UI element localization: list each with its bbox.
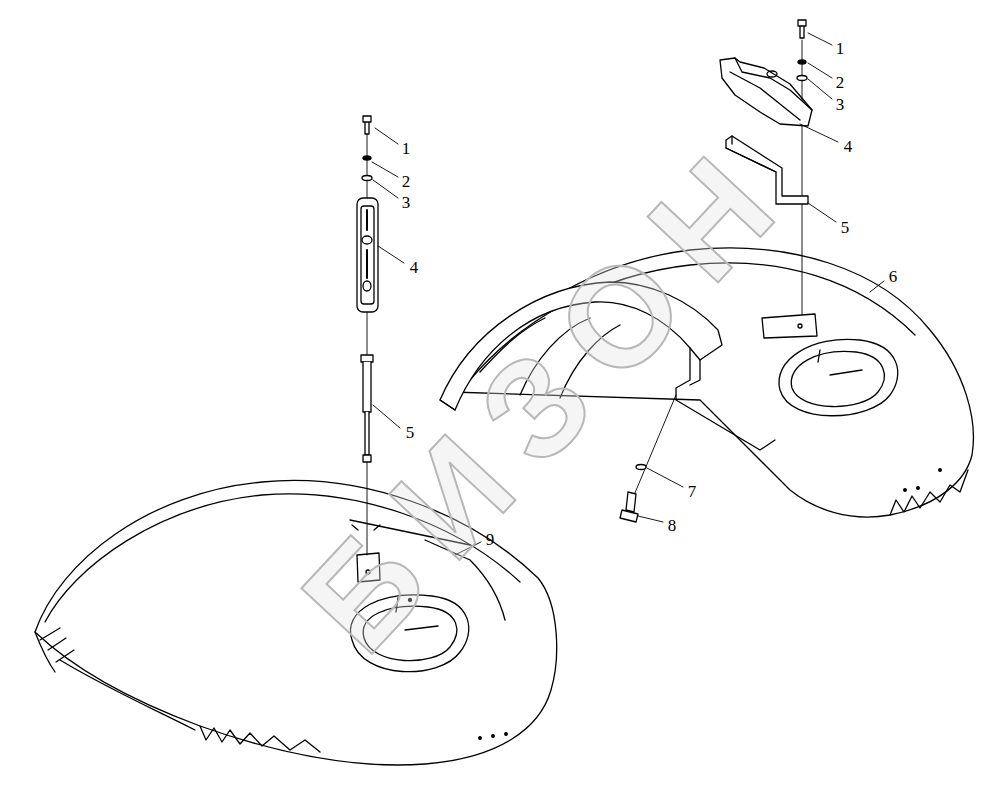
callout-number: 2 bbox=[836, 74, 845, 91]
callout-number: 6 bbox=[889, 268, 898, 285]
callout-number: 3 bbox=[402, 194, 411, 211]
callout-number: 4 bbox=[844, 138, 853, 155]
callout-number: 1 bbox=[836, 40, 845, 57]
callout-number: 7 bbox=[688, 483, 697, 500]
callout-number: 2 bbox=[402, 173, 411, 190]
callout-number: 3 bbox=[836, 96, 845, 113]
callout-number: 4 bbox=[410, 259, 419, 276]
callout-number: 1 bbox=[402, 140, 411, 157]
callout-number: 5 bbox=[841, 219, 850, 236]
callout-number: 8 bbox=[668, 517, 677, 534]
